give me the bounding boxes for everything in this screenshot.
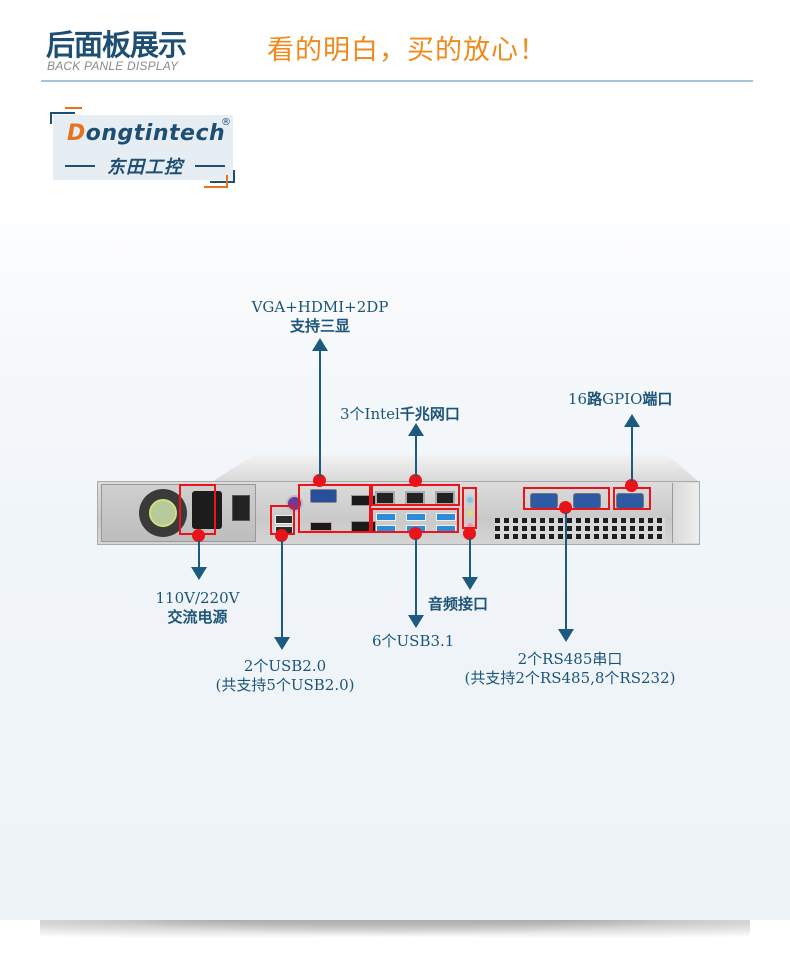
marker-dot-lan (409, 474, 422, 487)
logo-corner-decoration (233, 170, 235, 183)
marker-dot-gpio (625, 479, 638, 492)
callout-line-audio (469, 538, 471, 578)
highlight-display (298, 484, 371, 533)
vga-port (310, 489, 337, 503)
audio-jack-line-out (465, 508, 475, 518)
callout-line-gpio (631, 426, 633, 482)
usb3-port (376, 513, 396, 521)
logo-corner-decoration (65, 107, 82, 109)
ventilation-grille (495, 518, 665, 540)
arrow-down-icon (558, 629, 574, 642)
registered-mark-icon: ® (221, 117, 231, 128)
brand-logo: Dongtintech ® 东田工控 (53, 115, 233, 180)
logo-corner-decoration (50, 112, 52, 124)
logo-dash (65, 165, 95, 167)
marker-dot-display (313, 474, 326, 487)
callout-gpio: 16路GPIO端口 (568, 390, 673, 408)
header-divider (41, 80, 753, 82)
callout-line-usb2 (281, 540, 283, 638)
logo-dash (195, 165, 225, 167)
server-rear-panel-image (97, 455, 700, 550)
chassis-rail (672, 483, 699, 543)
power-switch (232, 495, 250, 521)
marker-dot-usb2 (275, 529, 288, 542)
usb2-port (275, 515, 293, 524)
logo-wordmark: Dongtintech (67, 121, 226, 146)
arrow-down-icon (191, 567, 207, 580)
callout-display: VGA+HDMI+2DP 支持三显 (251, 298, 389, 335)
callout-line-display (319, 350, 321, 478)
hdmi-port (310, 522, 332, 531)
logo-corner-decoration (226, 175, 228, 188)
marker-dot-audio (463, 527, 476, 540)
callout-power: 110V/220V 交流电源 (155, 589, 240, 626)
usb3-port (406, 513, 426, 521)
arrow-down-icon (274, 637, 290, 650)
marker-dot-serial (559, 501, 572, 514)
chassis-top (213, 455, 698, 481)
callout-usb2: 2个USB2.0 (共支持5个USB2.0) (215, 657, 355, 694)
logo-chinese-row: 东田工控 (65, 153, 225, 179)
callout-line-power (198, 540, 200, 568)
audio-jack-line-in (465, 495, 475, 505)
section-subtitle: BACK PANLE DISPLAY (47, 59, 179, 73)
callout-line-serial (565, 512, 567, 630)
callout-usb3: 6个USB3.1 (372, 632, 455, 650)
highlight-audio (462, 487, 477, 529)
callout-audio: 音频接口 (428, 595, 489, 613)
slogan: 看的明白，买的放心！ (267, 35, 547, 66)
highlight-lan (371, 484, 460, 506)
callout-serial: 2个RS485串口 (共支持2个RS485,8个RS232) (464, 650, 676, 687)
usb3-port (436, 513, 456, 521)
panel-shadow (40, 920, 750, 942)
arrow-up-icon (408, 423, 424, 436)
logo-corner-decoration (204, 186, 226, 188)
section-title: 后面板展示 (46, 28, 187, 62)
marker-dot-usb3 (409, 527, 422, 540)
callout-line-lan (415, 435, 417, 477)
callout-lan: 3个Intel千兆网口 (340, 405, 460, 423)
arrow-up-icon (624, 414, 640, 427)
logo-chinese-name: 东田工控 (107, 157, 183, 178)
logo-corner-decoration (210, 181, 235, 183)
arrow-down-icon (462, 577, 478, 590)
arrow-down-icon (408, 615, 424, 628)
logo-corner-decoration (50, 112, 75, 114)
ac-power-inlet (192, 491, 222, 529)
arrow-up-icon (312, 338, 328, 351)
callout-line-usb3 (415, 538, 417, 616)
marker-dot-power (192, 529, 205, 542)
highlight-power (179, 484, 216, 535)
